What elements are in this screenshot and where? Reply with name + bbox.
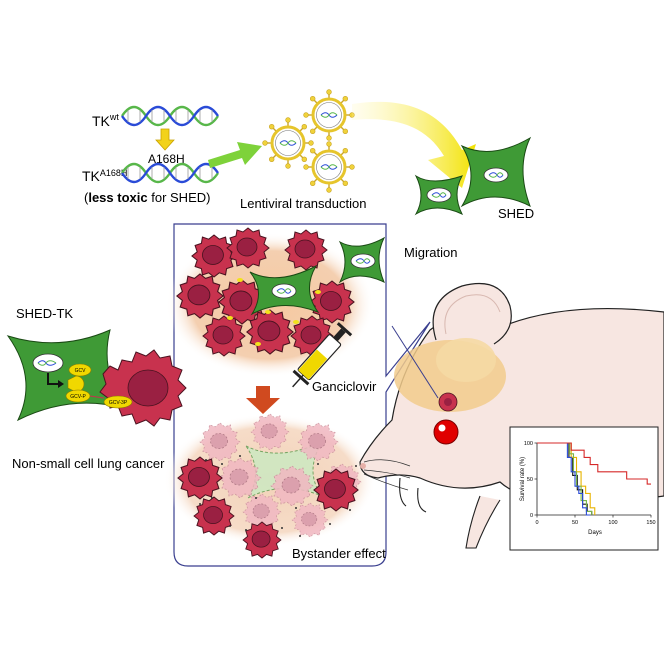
transfer-arrow-icon xyxy=(89,395,105,399)
gcv-dots xyxy=(227,278,321,346)
y-tick-label: 0 xyxy=(530,513,533,519)
lentiviral-label: Lentiviral transduction xyxy=(240,196,366,211)
x-tick-label: 150 xyxy=(646,520,655,526)
x-tick-label: 0 xyxy=(535,520,538,526)
mouse-leg xyxy=(465,495,501,549)
expression-arrowhead-icon xyxy=(58,380,64,388)
bystander-label: Bystander effect xyxy=(292,546,386,561)
zoom-line xyxy=(391,325,439,399)
treatment-arrow-icon xyxy=(246,386,280,414)
ganciclovir-label: Ganciclovir xyxy=(312,379,377,394)
migration-curve-arrow-icon xyxy=(352,101,476,188)
mutation-label: A168H xyxy=(148,152,185,166)
dna-wt-icon xyxy=(120,105,220,127)
shed-tk-label: SHED-TK xyxy=(16,306,73,321)
y-tick-label: 100 xyxy=(524,441,533,447)
mouse-ear-inner xyxy=(444,294,501,335)
mouse-eye-highlight xyxy=(438,424,446,432)
shed-label: SHED xyxy=(498,206,534,221)
survival-series-line xyxy=(537,442,651,485)
mouse-paw xyxy=(399,477,427,513)
debris-dots xyxy=(199,455,357,537)
tk-wt-label: TKwt xyxy=(92,112,119,129)
nucleus-icon xyxy=(350,253,376,269)
survival-y-label: Survival rate (%) xyxy=(520,457,526,501)
nsclc-label: Non-small cell lung cancer xyxy=(12,456,165,471)
lentivirus-icon xyxy=(261,116,315,170)
brain-tumor-core xyxy=(444,398,452,406)
gcv-badge-label: GCV xyxy=(75,368,87,374)
survival-x-label: Days xyxy=(588,530,602,536)
x-tick-label: 100 xyxy=(608,520,617,526)
migration-label: Migration xyxy=(404,245,457,260)
transduction-arrow-icon xyxy=(208,142,262,168)
gcv-3p-badge xyxy=(103,395,133,409)
lentivirus-icon xyxy=(302,140,356,194)
mouse-nose xyxy=(360,463,366,469)
gcv-p-badge-label: GCV-P xyxy=(70,394,86,400)
nucleus-icon xyxy=(271,283,297,299)
mouse-whiskers xyxy=(363,459,411,491)
mouse-eye xyxy=(433,419,459,445)
expression-arrow-icon xyxy=(47,373,58,385)
cancer-nucleus-icon xyxy=(127,369,169,407)
dna-mutant-icon xyxy=(120,162,220,184)
survival-ticks: 0 50 100 150 0 50 100 xyxy=(524,441,656,526)
survival-series-line xyxy=(537,442,593,515)
shed-tk-nucleus-icon xyxy=(32,353,64,373)
mouse-brain-lobe xyxy=(436,338,496,382)
tk-mutant-label: TKA168H xyxy=(82,168,127,184)
toxicity-note: (less toxic for SHED) xyxy=(84,190,210,205)
y-tick-label: 50 xyxy=(527,477,533,483)
gcv-badge xyxy=(68,363,92,377)
x-tick-label: 50 xyxy=(572,520,578,526)
lentivirus-group xyxy=(261,88,356,194)
tk-constructs: TKwt A168H TKA168H (less toxic for SHED) xyxy=(82,105,220,205)
lentivirus-icon xyxy=(302,88,356,142)
survival-chart: 0 50 100 150 0 50 100 Days Survival rate (%) xyxy=(509,426,659,551)
survival-series-line xyxy=(537,442,591,516)
nucleus-icon xyxy=(483,167,509,183)
mutation-arrow-icon xyxy=(155,128,175,151)
survival-lines xyxy=(537,442,651,516)
shed-cells xyxy=(414,136,532,216)
mouse-ear xyxy=(432,282,512,345)
gcv-3p-badge-label: GCV-3P xyxy=(109,400,128,406)
nucleus-icon xyxy=(426,187,452,203)
syringe-icon xyxy=(292,322,353,388)
survival-chart-frame xyxy=(509,426,659,551)
